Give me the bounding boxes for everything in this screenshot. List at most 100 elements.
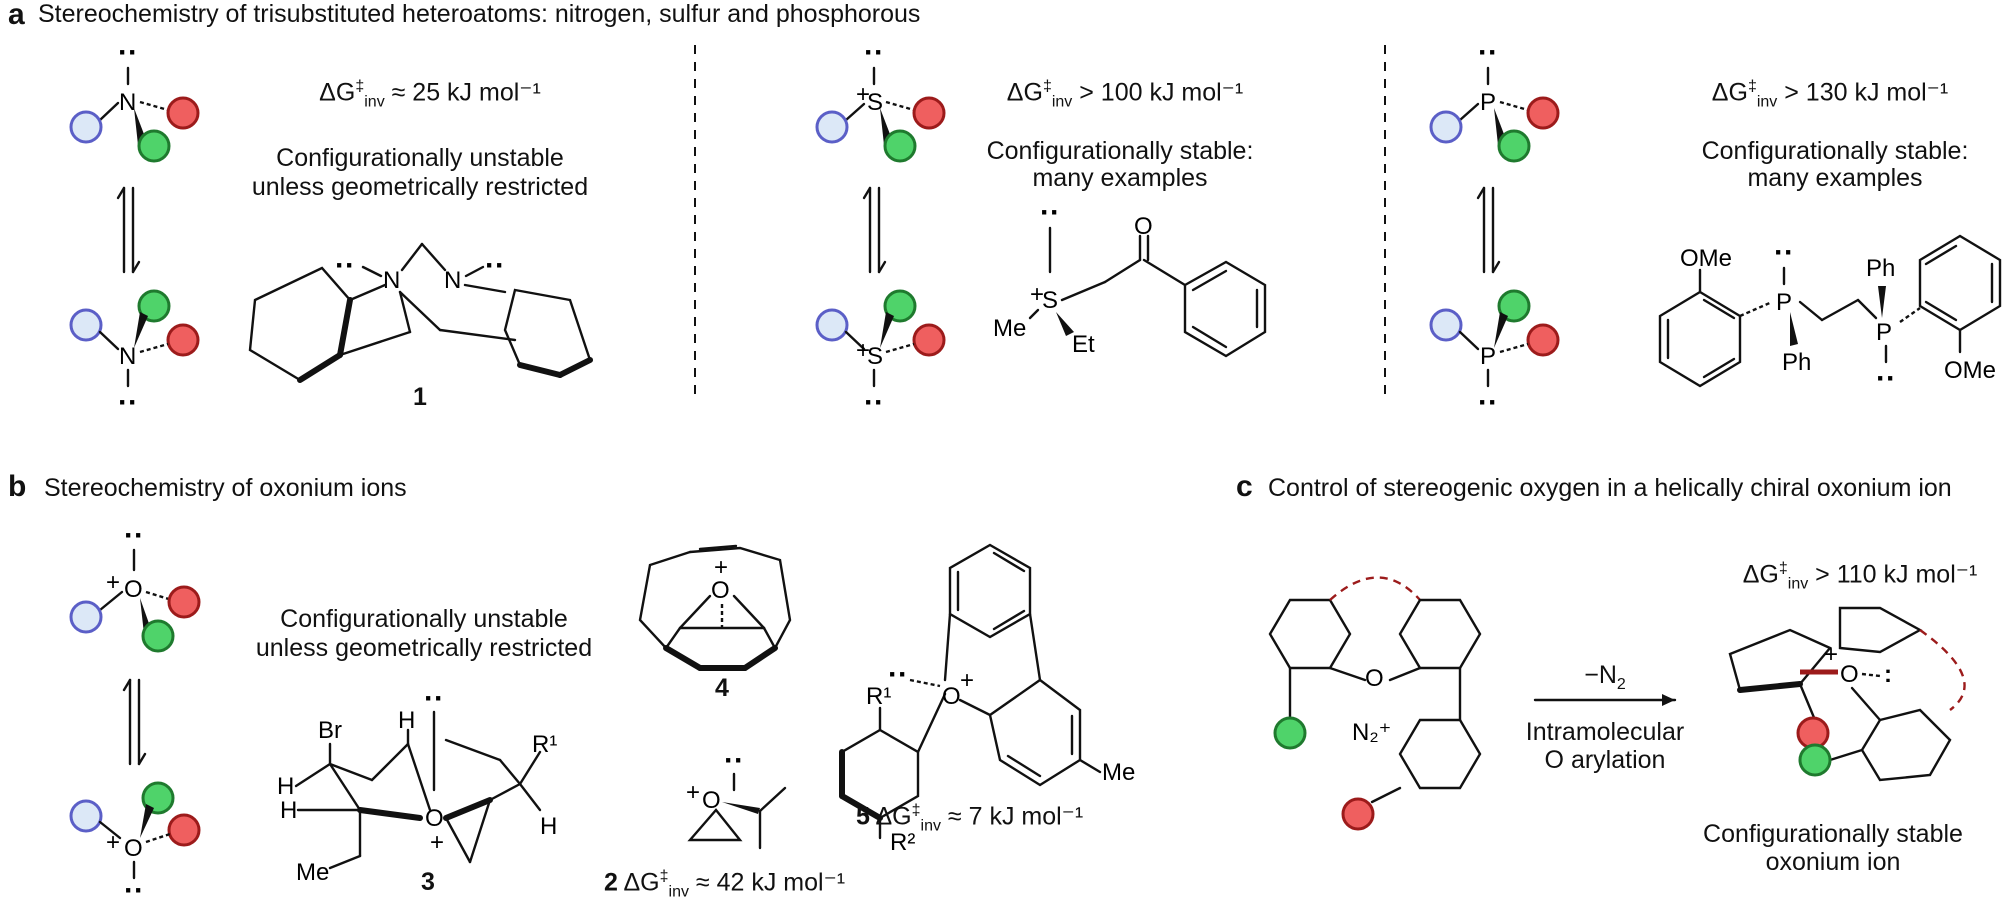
c2-plus: + [686,779,700,806]
substituent-blue [69,110,103,144]
sulfonium-s: S [1042,287,1058,314]
n-inversion-barrier: ΔG‡inv ≈ 25 kJ mol⁻¹ [319,78,541,111]
compound-1-structure: ·· N N ·· [248,242,593,383]
s-plus-bottom: + [856,337,870,364]
sulfonium-example: ·· + S Me Et O [993,196,1267,358]
b-desc-line2: unless geometrically restricted [255,634,593,662]
s-desc-line1: Configurationally stable: [986,137,1254,165]
c-prod-oxygen: O [1840,661,1859,688]
tb-lone-pair-left: ·· [335,249,355,282]
phosphorus-pyramid-bottom: P ·· [1429,289,1560,419]
compound-4-label: 4 [715,674,729,702]
o-lone-pair-bottom: ·· [124,874,144,900]
compound-3-structure: Br H H ·· O + H Me R¹ H [277,682,557,886]
lone-pair-dots: ·· [118,36,138,69]
panel-c-letter: c [1236,470,1253,503]
ph-right: Ph [1866,255,1895,282]
reaction-arrow-c [1533,694,1677,706]
sulfonium-et: Et [1072,331,1095,358]
c-prod-plus: + [1824,641,1838,668]
product-c: + O : [1728,606,1966,782]
compound-2-structure: ·· + O [686,744,787,850]
s-inversion-barrier: ΔG‡inv > 100 kJ mol⁻¹ [1006,78,1244,111]
s-lone-pair-bottom: ·· [864,386,884,419]
c2-o: O [702,787,721,814]
p-right-lone-pair: ·· [1876,362,1896,395]
n-atom-label-bottom: N [119,343,136,370]
c4-plus: + [714,554,728,581]
o-lone-pair-top: ·· [124,519,144,552]
ketone-o: O [1134,213,1153,240]
c5-r2: R² [890,829,915,856]
nitrogen-pyramid-bottom: N ·· [69,289,200,419]
panel-b-title: Stereochemistry of oxonium ions [44,474,407,502]
o-plus-bottom: + [106,829,120,856]
c3-lone-pair: ·· [424,682,444,715]
c-condition-line1: Intramolecular [1525,718,1685,746]
c3-h2: H [398,707,415,734]
c3-plus: + [430,829,444,856]
p-left: P [1776,289,1792,316]
compound-5-structure: R¹ R² ·· O + Me [839,543,1135,856]
c-condition-line2: O arylation [1544,746,1666,774]
diphosphine-example: OMe ·· P Ph Ph P ·· OMe [1658,234,2002,395]
c-sm-diazonium: N₂⁺ [1352,719,1391,746]
o-atom-bottom: O [124,835,143,862]
sulfur-pyramid-bottom: + S ·· [815,289,946,419]
sulfonium-plus: + [1030,281,1044,308]
n-desc-line2: unless geometrically restricted [251,173,589,201]
p-right: P [1876,319,1892,346]
c-reagent: −N2 [1584,661,1626,693]
substituent-red [166,96,200,130]
p-desc-line1: Configurationally stable: [1701,137,1969,165]
sulfonium-lone-pair: ·· [1040,196,1060,229]
p-left-lone-pair: ·· [1774,236,1794,269]
c3-me: Me [296,859,329,886]
b-desc-line1: Configurationally unstable [280,605,568,633]
ome-left: OMe [1680,245,1732,272]
compound-4-structure: + O [638,544,792,671]
s-lone-pair-top: ·· [864,36,884,69]
ome-right: OMe [1944,357,1996,384]
oxonium-pyramid-top: ·· + O [69,519,201,653]
panel-a-letter: a [8,0,25,31]
panel-b-letter: b [8,470,27,503]
p-inversion-barrier: ΔG‡inv > 130 kJ mol⁻¹ [1711,78,1949,111]
n-desc-line1: Configurationally unstable [276,144,564,172]
c3-h1: H [277,773,294,800]
n-atom-label: N [119,89,136,116]
c5-o: O [942,683,961,710]
p-desc-line2: many examples [1747,164,1923,192]
c5-plus: + [960,667,974,694]
c3-br: Br [318,717,342,744]
compound-3-label: 3 [421,868,435,896]
o-atom-top: O [124,576,143,603]
compound-1-label: 1 [413,383,427,411]
c-inversion-barrier: ΔG‡inv > 110 kJ mol⁻¹ [1742,560,1978,593]
p-atom-top: P [1480,89,1496,116]
p-atom-bottom: P [1480,343,1496,370]
sulfur-pyramid-top: ·· + S [815,36,946,163]
c2-lone-pair: ·· [724,744,744,777]
phosphorus-pyramid-top: ·· P [1429,36,1560,163]
equilibrium-arrows-p [1476,186,1501,274]
s-desc-line2: many examples [1032,164,1208,192]
equilibrium-arrows-n [116,186,141,274]
compound-2-barrier: 2 ΔG‡inv ≈ 42 kJ mol⁻¹ [604,868,846,901]
c3-h4: H [540,813,557,840]
c3-o: O [425,805,444,832]
c-result-line2: oxonium ion [1765,848,1901,876]
c-prod-lone-pair: : [1884,661,1892,688]
ph-left: Ph [1782,349,1811,376]
panel-a-title: Stereochemistry of trisubstituted hetero… [38,0,921,28]
p-lone-pair-top: ·· [1478,36,1498,69]
tb-lone-pair-right: ·· [485,249,505,282]
c5-me: Me [1102,759,1135,786]
p-lone-pair-bottom: ·· [1478,386,1498,419]
c3-r1: R¹ [532,731,557,758]
c3-h3: H [280,797,297,824]
c5-r1: R¹ [866,683,891,710]
lone-pair-dots-bottom: ·· [118,386,138,419]
starting-material-c: O N₂⁺ [1268,576,1482,831]
nitrogen-pyramid-top: ·· N [69,36,200,163]
